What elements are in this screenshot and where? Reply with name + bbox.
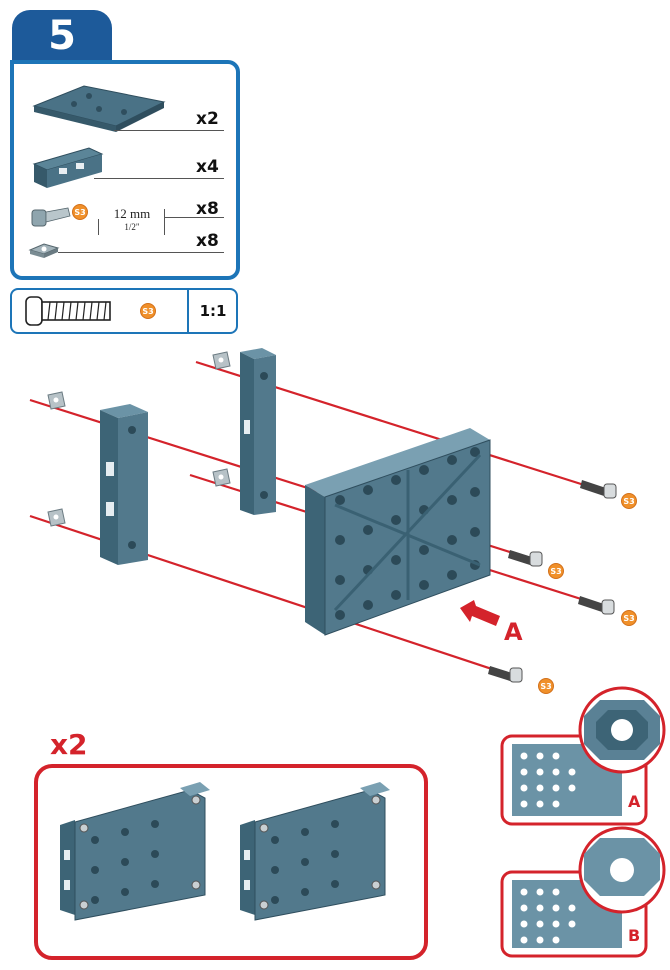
assembled-unit-left — [60, 782, 210, 921]
detail-b-view — [500, 826, 666, 958]
left-bracket — [100, 404, 148, 565]
screw-quantity: x8 — [196, 199, 219, 219]
result-box — [34, 764, 428, 960]
scale-screw-badge: S3 — [140, 303, 156, 319]
scale-divider — [187, 290, 189, 332]
square-nut — [212, 468, 231, 487]
parts-list-art — [28, 85, 166, 258]
detail-a-letter: A — [628, 792, 641, 811]
step-number: 5 — [48, 13, 76, 59]
direction-arrow-icon — [460, 600, 500, 626]
screw-scale-box: S3 1:1 — [10, 288, 238, 334]
plate-part-icon — [32, 85, 166, 132]
middle-bracket — [240, 348, 276, 515]
square-nut — [212, 351, 231, 370]
assembled-unit-right — [240, 782, 390, 921]
screw-badge-4: S3 — [538, 678, 554, 694]
square-nut — [47, 391, 66, 410]
nut-quantity: x8 — [196, 231, 219, 251]
bracket-underline — [94, 178, 224, 179]
screw — [488, 666, 523, 683]
screw-part-icon — [31, 207, 71, 227]
plate-quantity: x2 — [196, 109, 219, 129]
screw-length-in: 1/2" — [124, 222, 140, 232]
screw-length-tick-left — [98, 219, 99, 235]
direction-arrow-label: A — [504, 618, 523, 646]
screw-actual-size-icon — [25, 296, 111, 326]
screw — [580, 480, 617, 499]
step-number-tab: 5 — [12, 10, 112, 62]
screw-badge-2: S3 — [548, 563, 564, 579]
screw-badge-3: S3 — [621, 610, 637, 626]
detail-a-view — [500, 686, 666, 826]
bracket-part-icon — [32, 147, 104, 188]
screw-length-mm: 12 mm — [113, 206, 151, 221]
screw — [578, 596, 615, 615]
bracket-quantity: x4 — [196, 157, 219, 177]
main-plate — [305, 428, 491, 636]
screw-length-tick-right — [164, 209, 165, 235]
screw-size-badge: S3 — [72, 204, 88, 220]
detail-b-letter: B — [628, 926, 641, 945]
screw-badge-1: S3 — [621, 493, 637, 509]
nut-part-icon — [28, 243, 60, 258]
scale-ratio: 1:1 — [199, 302, 227, 320]
nut-underline — [58, 252, 224, 253]
screw — [508, 550, 543, 567]
square-nut — [47, 508, 66, 527]
result-multiplier: x2 — [50, 728, 88, 761]
plate-underline — [114, 130, 224, 131]
parts-list-box: x2 x4 S3 12 mm 1/2" x8 x8 — [10, 60, 240, 280]
screw-underline — [164, 217, 224, 218]
